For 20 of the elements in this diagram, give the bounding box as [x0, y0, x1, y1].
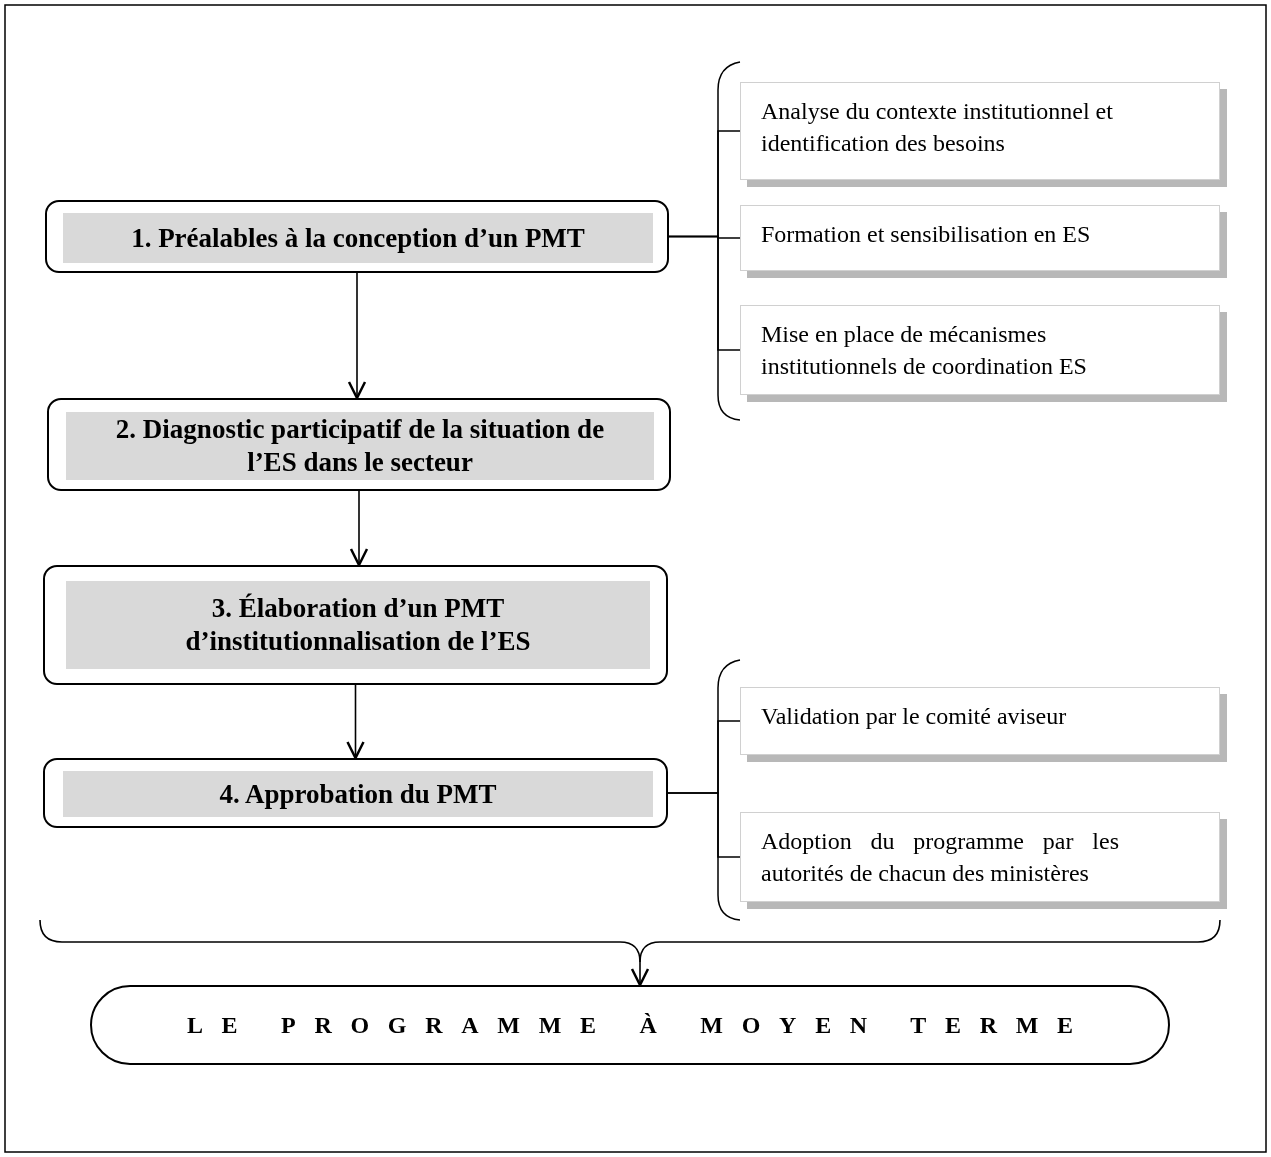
result-title: LE PROGRAMME À MOYEN TERME: [186, 1011, 1092, 1039]
step-box: [45, 200, 669, 273]
step-title: 4. Approbation du PMT: [63, 771, 653, 817]
note-text: Adoption du programme par les autorités de chacun des ministères: [761, 827, 1119, 888]
connector: [346, 684, 365, 760]
note-text: Formation et sensibilisation en ES: [761, 220, 1092, 249]
step-title: 1. Préalables à la conception d’un PMT: [63, 213, 653, 263]
step-title: 2. Diagnostic participatif de la situation de l’ES dans le secteur: [66, 412, 654, 480]
note-text: Mise en place de mécanismes institutionnels de coordination ES: [761, 320, 1088, 381]
note-text: Analyse du contexte institutionnel et identification des besoins: [761, 97, 1114, 158]
note-text: Validation par le comité aviseur: [761, 702, 1068, 731]
step-box: [47, 398, 671, 491]
step-title: 3. Élaboration d’un PMT d’institutionnalisation de l’ES: [66, 581, 650, 669]
connector: [630, 919, 1221, 987]
step-box: [43, 565, 668, 685]
step-box: [43, 758, 668, 828]
connector: [667, 792, 741, 858]
connector: [668, 235, 741, 351]
connector: [347, 272, 367, 400]
connector: [349, 490, 369, 567]
